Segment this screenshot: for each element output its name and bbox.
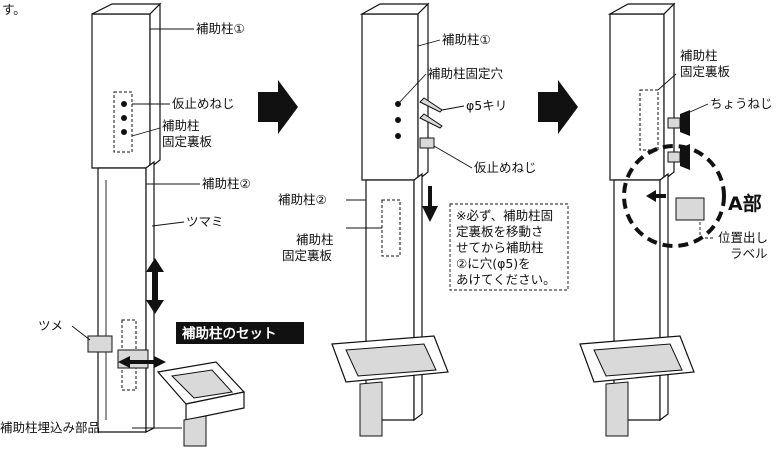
label-post2: 補助柱② [202, 176, 251, 191]
post1-top-face [91, 3, 162, 15]
note-line: ※必ず、補助柱固 [456, 208, 553, 223]
intro-text: す。 [2, 2, 26, 17]
label-embed-part: 補助柱埋込み部品 [0, 420, 100, 435]
panel-2-drill: 補助柱① 補助柱固定穴 φ5キリ 仮止めねじ 補助柱② 補助柱 固定裏板 ※必ず… [278, 2, 569, 437]
label-plate-line2: 固定裏板 [680, 64, 731, 79]
label-plate-line1: 補助柱 [680, 48, 718, 63]
label-plate-line2: 固定裏板 [162, 134, 213, 149]
tsume-claw [87, 335, 113, 353]
wing-screw [667, 151, 681, 163]
fixing-plate [381, 199, 401, 257]
label-position-line1: 位置出し [718, 230, 768, 245]
note-box [449, 203, 569, 291]
label-post2: 補助柱② [278, 192, 327, 207]
label-plate-line2: 固定裏板 [282, 248, 333, 263]
label-temp-screw: 仮止めねじ [172, 96, 235, 111]
label-post1: 補助柱① [196, 21, 245, 36]
label-plate-line1: 補助柱 [162, 118, 200, 133]
post1-side-face [149, 2, 161, 170]
post2-body [97, 167, 147, 433]
embed-part-leg [605, 381, 629, 437]
label-detail-a: A部 [728, 192, 762, 215]
embed-part-leg [183, 415, 207, 447]
label-fix-hole: 補助柱固定穴 [428, 66, 504, 81]
step-arrow-icon [538, 80, 578, 134]
set-title: 補助柱のセット [181, 325, 277, 342]
label-temp-screw: 仮止めねじ [474, 160, 537, 175]
label-wing-screw: ちょうねじ [710, 96, 773, 111]
panel-3-fix: 補助柱 固定裏板 ちょうねじ A部 位置出し ラベル [579, 2, 773, 437]
note-line: あけてください。 [456, 272, 556, 287]
wing-screw [667, 117, 681, 129]
label-drill: φ5キリ [466, 98, 507, 113]
post1-body [361, 13, 419, 181]
note-line: ②に穴(φ5)を [456, 256, 531, 271]
slide-arrow-icon [118, 356, 166, 368]
up-down-arrow-icon [146, 258, 164, 314]
note-line: 定裏板を移動さ [456, 224, 544, 239]
fixing-plate-hidden [113, 91, 133, 153]
label-plate-line1: 補助柱 [296, 232, 334, 247]
screw-hole [121, 129, 127, 135]
detail-a-circle [622, 144, 726, 248]
screw-hole [121, 115, 127, 121]
label-tsume: ツメ [38, 318, 63, 333]
down-arrow-icon [422, 186, 438, 222]
label-tsumami: ツマミ [186, 214, 224, 229]
position-label-sticker [675, 197, 705, 221]
screw-hole [121, 101, 127, 107]
panel-1-setup: 補助柱① 仮止めねじ 補助柱 固定裏板 補助柱② ツマミ ツメ 補助柱のセット … [0, 2, 304, 447]
label-post1: 補助柱① [442, 32, 491, 47]
fixing-plate [639, 89, 659, 151]
label-position-line2: ラベル [730, 246, 768, 261]
note-line: せてから補助柱 [456, 240, 544, 255]
embed-part-leg [359, 381, 383, 437]
temp-screw [419, 137, 435, 149]
step-arrow-icon [258, 80, 298, 134]
set-title-banner [176, 322, 304, 344]
tsumami-knob [117, 349, 149, 369]
